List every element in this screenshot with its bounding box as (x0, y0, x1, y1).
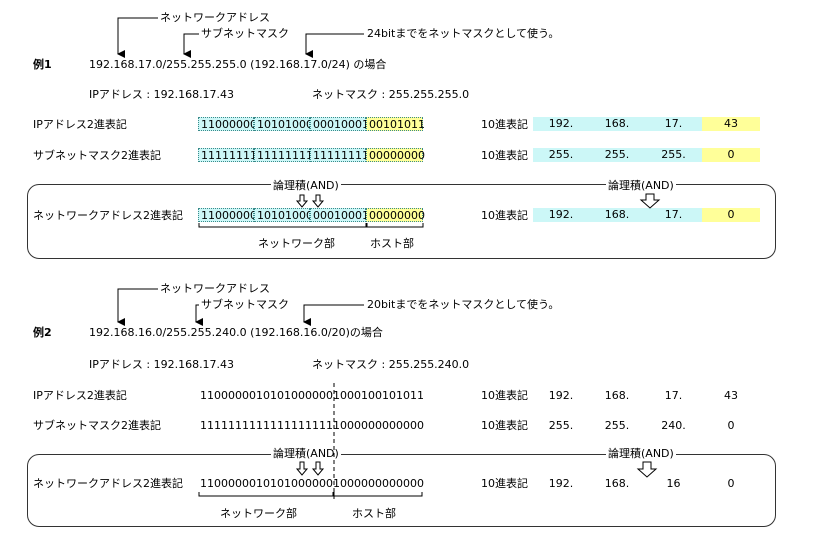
example2-ip-line: IPアドレス : 192.168.17.43 (89, 358, 235, 371)
example1-net-binary-label: ネットワークアドレス2進表記 (33, 209, 183, 222)
example1-net-bin-octet4: 00000000 (366, 208, 425, 222)
example2-host-part-label: ホスト部 (352, 507, 396, 520)
example1-net-bin-octet3: 00010001 (310, 208, 369, 222)
example1-result-box (27, 184, 776, 259)
example2-net-bin-octet1: 11000000 (200, 477, 256, 490)
callout-network-address-2: ネットワークアドレス (160, 282, 270, 295)
example2-mask-decimal-label: 10進表記 (481, 419, 528, 432)
example2-ip-binary-label: IPアドレス2進表記 (33, 389, 127, 402)
example1-net-bin-octet1: 11000000 (198, 208, 257, 222)
example2-net-bin-octet3: 00010000 (312, 477, 368, 490)
example1-mask-decimal-label: 10進表記 (481, 149, 528, 162)
example1-and-label-left: 論理積(AND) (271, 179, 341, 193)
example2-ip-bin-octet1: 11000000 (200, 389, 256, 402)
example2-mask-bin-octet3: 11110000 (312, 419, 368, 432)
example2-ip-bin-octet4: 00101011 (368, 389, 424, 402)
callout-arrow-note-2 (303, 304, 364, 326)
example2-ip-dec-octet3: 17. (664, 389, 683, 402)
callout-subnet-mask-1: サブネットマスク (201, 27, 289, 40)
example1-ip-dec-octet1: 192. (533, 117, 589, 131)
example2-ip-bin-octet3: 00010001 (312, 389, 368, 402)
example1-mask-bin-octet1: 11111111 (198, 148, 257, 162)
callout-note-2: 20bitまでをネットマスクとして使う。 (367, 298, 560, 311)
example1-ip-binary-label: IPアドレス2進表記 (33, 118, 127, 131)
example1-ip-line: IPアドレス : 192.168.17.43 (89, 88, 235, 101)
example1-and-label-right: 論理積(AND) (606, 179, 676, 193)
example1-mask-binary-label: サブネットマスク2進表記 (33, 149, 161, 162)
example2-net-dec-octet4: 0 (727, 477, 735, 490)
example1-net-dec-octet4: 0 (702, 208, 760, 222)
example2-title: 例2 (33, 326, 52, 339)
example1-notation: 192.168.17.0/255.255.255.0 (192.168.17.0… (89, 58, 387, 71)
example2-ip-decimal-label: 10進表記 (481, 389, 528, 402)
example2-mask-bin-octet1: 11111111 (200, 419, 256, 432)
callout-arrow-network-1 (117, 17, 158, 58)
example1-ip-bin-octet2: 10101000 (254, 117, 313, 131)
callout-arrow-mask-2 (195, 304, 203, 326)
example1-ip-bin-octet1: 11000000 (198, 117, 257, 131)
example1-host-part-label: ホスト部 (370, 237, 414, 250)
example1-net-decimal-label: 10進表記 (481, 209, 528, 222)
example2-net-decimal-label: 10進表記 (481, 477, 528, 490)
example1-mask-bin-octet2: 11111111 (254, 148, 313, 162)
example1-title: 例1 (33, 58, 52, 71)
example2-ip-dec-octet4: 43 (724, 389, 738, 402)
example1-ip-dec-octet4: 43 (702, 117, 760, 131)
example1-net-bin-octet2: 10101000 (254, 208, 313, 222)
example1-net-dec-octet1: 192. (533, 208, 589, 222)
example1-mask-bin-octet3: 11111111 (310, 148, 369, 162)
example2-mask-bin-octet2: 11111111 (256, 419, 312, 432)
example2-ip-bin-octet2: 10101000 (256, 389, 312, 402)
example1-ip-bin-octet4: 00101011 (366, 117, 425, 131)
example2-result-box (27, 454, 776, 527)
example1-ip-dec-octet3: 17. (645, 117, 702, 131)
example2-and-label-left: 論理積(AND) (271, 447, 341, 461)
example2-mask-dec-octet1: 255. (548, 419, 574, 432)
callout-note-1: 24bitまでをネットマスクとして使う。 (367, 27, 560, 40)
example1-net-dec-octet2: 168. (589, 208, 645, 222)
example2-mask-binary-label: サブネットマスク2進表記 (33, 419, 161, 432)
example2-mask-dec-octet3: 240. (661, 419, 686, 432)
example1-net-dec-octet3: 17. (645, 208, 702, 222)
example1-mask-line: ネットマスク : 255.255.255.0 (312, 88, 470, 101)
example2-net-dec-octet2: 168. (604, 477, 630, 490)
example1-mask-bin-octet4: 00000000 (366, 148, 425, 162)
example1-mask-dec-octet2: 255. (589, 148, 645, 162)
example2-mask-dec-octet2: 255. (604, 419, 630, 432)
example2-and-label-right: 論理積(AND) (606, 447, 676, 461)
example2-net-bin-octet2: 10101000 (256, 477, 312, 490)
example2-notation: 192.168.16.0/255.255.240.0 (192.168.16.0… (89, 326, 383, 339)
callout-arrow-note-1 (305, 33, 364, 58)
example1-mask-dec-octet3: 255. (645, 148, 702, 162)
example1-mask-dec-octet1: 255. (533, 148, 589, 162)
example2-net-dec-octet3: 16 (666, 477, 681, 490)
example2-net-binary-label: ネットワークアドレス2進表記 (33, 477, 183, 490)
callout-subnet-mask-2: サブネットマスク (201, 298, 289, 311)
example1-network-part-label: ネットワーク部 (258, 237, 335, 250)
example1-mask-dec-octet4: 0 (702, 148, 760, 162)
example1-ip-decimal-label: 10進表記 (481, 118, 528, 131)
example2-network-part-label: ネットワーク部 (220, 507, 297, 520)
example1-ip-dec-octet2: 168. (589, 117, 645, 131)
example2-mask-dec-octet4: 0 (727, 419, 735, 432)
example2-mask-bin-octet4: 00000000 (368, 419, 424, 432)
example2-net-bin-octet4: 00000000 (368, 477, 424, 490)
callout-arrow-network-2 (117, 288, 158, 326)
example2-ip-dec-octet1: 192. (548, 389, 574, 402)
example2-net-dec-octet1: 192. (548, 477, 574, 490)
example1-ip-bin-octet3: 00010001 (310, 117, 369, 131)
callout-network-address-1: ネットワークアドレス (160, 11, 270, 24)
callout-arrow-mask-1 (183, 33, 199, 58)
example2-mask-line: ネットマスク : 255.255.240.0 (312, 358, 470, 371)
example2-ip-dec-octet2: 168. (604, 389, 630, 402)
